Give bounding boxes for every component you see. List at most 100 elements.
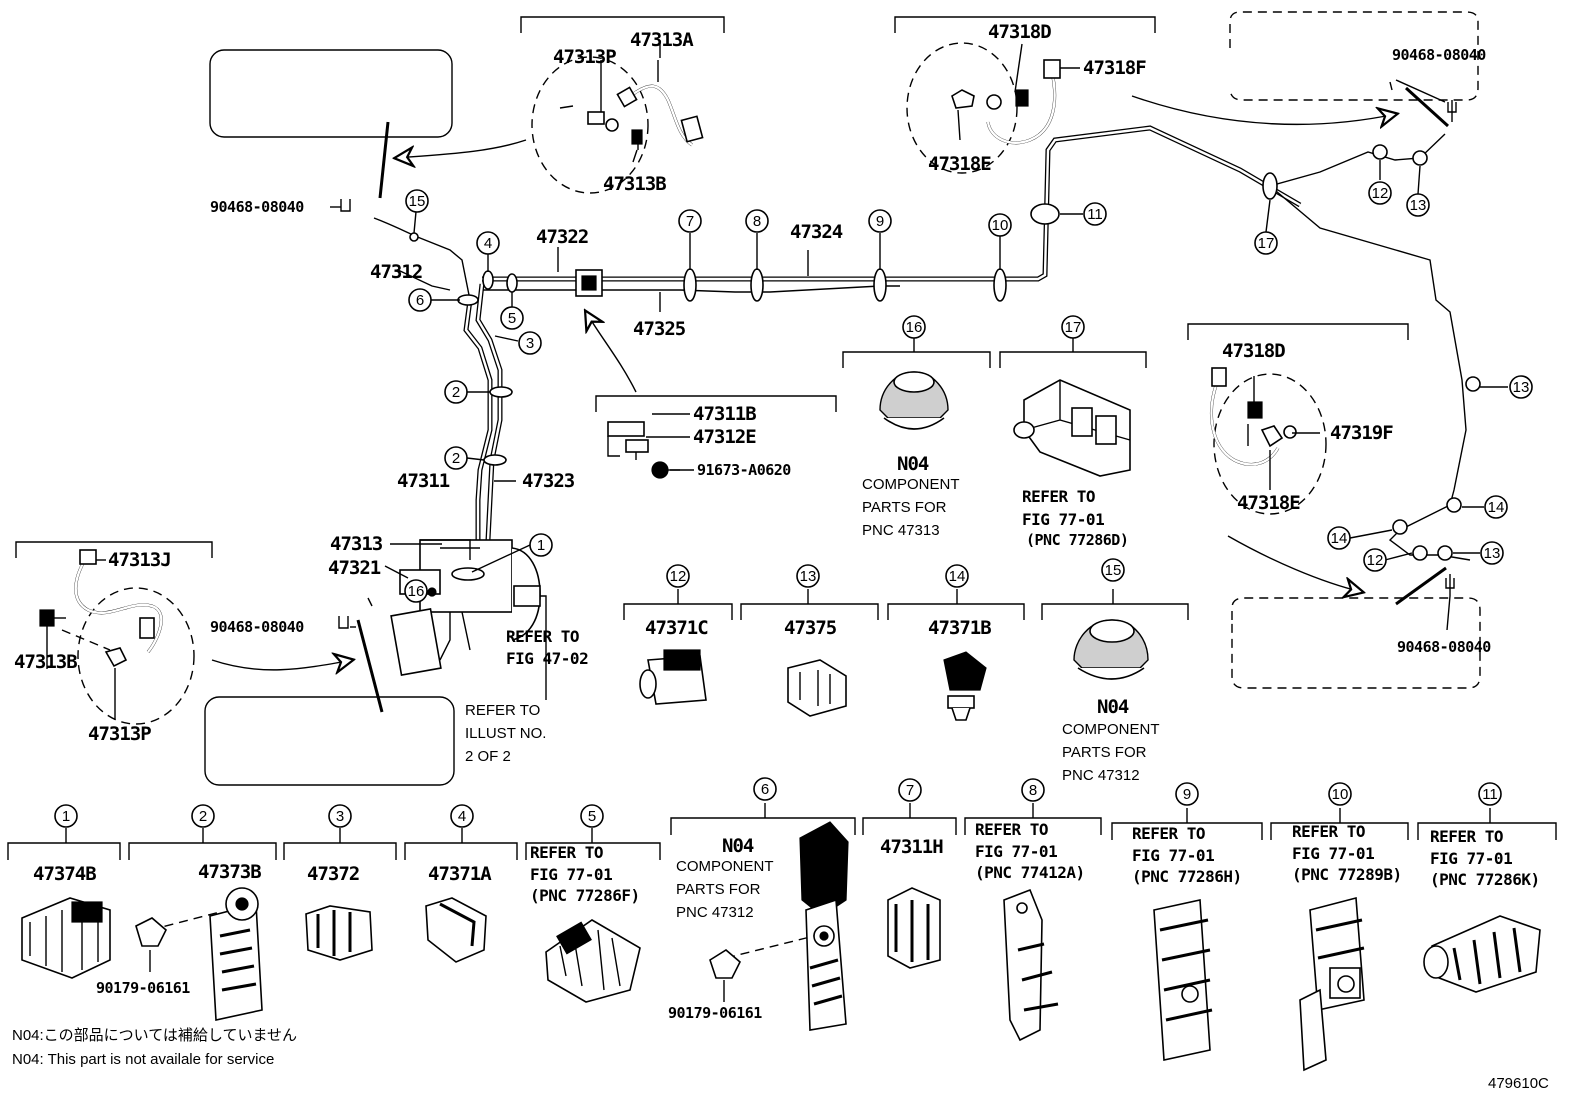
label-47319F: 47319F [1330,422,1393,444]
row2-headers: 12 13 14 15 47371C 47375 47371B [623,338,1189,639]
bottom-label-90179-b: 90179-06161 [668,1004,762,1022]
callout-6: 6 [416,292,424,309]
label-90468-top-right: 90468-08040 [1392,46,1486,64]
callout-8: 8 [753,213,761,230]
bottom-ref9-pnc: (PNC 77286H) [1132,867,1242,886]
clip-90468-front-left [338,597,384,713]
label-47318F: 47318F [1083,57,1146,79]
callout-5: 5 [508,310,516,327]
callout-17: 17 [1258,235,1275,252]
callout-12-rear: 12 [1372,185,1389,202]
bottom-label-47373B: 47373B [198,861,261,883]
bottom-label-90179-a: 90179-06161 [96,979,190,997]
label-47318D-top: 47318D [988,21,1051,43]
bottom-ref9-refer: REFER TO [1132,824,1205,843]
label-47312: 47312 [370,261,422,283]
grommet-15-n04: N04 [1097,696,1129,718]
callout-17-header: 17 [1065,319,1082,336]
bottom-label-47311H: 47311H [880,836,943,858]
bottom-6-n04: N04 [722,835,754,857]
callout-15-rear: 15 [409,193,426,210]
detail-47311B-bracket [595,395,837,479]
bottom-ref10-pnc: (PNC 77289B) [1292,865,1402,884]
label-47313: 47313 [330,533,383,555]
vehicle-outline-rear-right [1229,11,1479,101]
bottom-callout-5: 5 [588,808,596,825]
bottom-row-labels: 47374B 47373B 47372 47371A REFER TO FIG … [33,820,1540,1022]
clip-47371C [639,649,707,705]
bottom-ref11-fig: FIG 77-01 [1430,849,1512,868]
detail-47313A-hose [520,16,725,194]
label-47318E-top: 47318E [928,153,991,175]
main-callout-circles [404,181,1533,603]
vehicle-outline-rear-left [209,49,453,138]
bottom-callout-11: 11 [1482,786,1498,803]
drawing-id: 479610C [1488,1075,1549,1092]
bottom-callout-9: 9 [1183,786,1191,803]
detail-47313J-hose [15,541,213,725]
bottom-label-47371A: 47371A [428,863,492,885]
bottom-callout-4: 4 [458,808,466,825]
bottom-part-drawings [21,821,1541,1072]
bottom-6-component: COMPONENT [676,858,774,875]
master-cylinder-47311 [390,539,547,700]
bottom-callout-8: 8 [1029,782,1037,799]
label-47313J: 47313J [108,549,171,571]
callout-16-main: 16 [408,583,425,600]
row2-callout-15: 15 [1105,562,1122,579]
clip-90468-rear-right [1389,81,1457,128]
label-47318E-right: 47318E [1237,492,1300,514]
label-90468-front-left: 90468-08040 [210,618,304,636]
clip-47371B [943,651,987,721]
callout-1-main: 1 [537,537,545,554]
bottom-ref5-refer: REFER TO [530,843,603,862]
arrow-to-front-right [1227,535,1362,592]
main-brake-lines [373,125,1481,561]
label-47313B-left: 47313B [14,651,77,673]
arrow-to-front-left [211,660,352,670]
arrow-to-rear-right [1131,95,1396,124]
bottom-row-headers: 1 2 3 4 5 6 7 8 9 10 11 [7,777,1557,860]
grommet-16: N04 COMPONENT PARTS FOR PNC 47313 [862,371,960,539]
vehicle-outline-front-right [1231,597,1481,689]
bottom-callout-3: 3 [336,808,344,825]
label-47311: 47311 [397,470,450,492]
callout-10: 10 [992,217,1009,234]
clip-90468-front-right [1395,566,1455,606]
bottom-ref5-fig: FIG 77-01 [530,865,612,884]
detail-47318-hose [894,16,1156,174]
label-47313B-top: 47313B [603,173,666,195]
label-47321: 47321 [328,557,381,579]
label-47324: 47324 [790,221,843,243]
callout-3: 3 [526,335,534,352]
main-part-labels: 47313A 47313P 47313B 47318D 47318F 47318… [14,21,1492,745]
label-47312E: 47312E [693,426,756,448]
row2-callout-13: 13 [800,568,817,585]
row2-label-47375: 47375 [784,617,837,639]
bottom-ref9-fig: FIG 77-01 [1132,846,1214,865]
bottom-ref10-fig: FIG 77-01 [1292,844,1374,863]
label-47313P-top: 47313P [553,46,616,68]
label-47323: 47323 [522,470,575,492]
bottom-ref11-pnc: (PNC 77286K) [1430,870,1540,889]
bottom-callout-1: 1 [62,808,70,825]
clamp-17-fig: FIG 77-01 [1022,510,1104,529]
bottom-callout-7: 7 [906,782,914,799]
label-47313P-left: 47313P [88,723,151,745]
callout-2-upper: 2 [452,384,460,401]
footnote-jp: N04:この部品については補給していません [12,1027,297,1044]
row2-label-47371B: 47371B [928,617,991,639]
detail-47319F-hose [1187,323,1409,515]
callout-2-lower: 2 [452,450,460,467]
callout-13-mid: 13 [1513,379,1530,396]
row2-label-47371C: 47371C [645,617,708,639]
bottom-callout-10: 10 [1332,786,1349,803]
label-47325: 47325 [633,318,686,340]
bottom-6-parts-for: PARTS FOR [676,881,761,898]
bottom-callout-2: 2 [199,808,207,825]
label-91673: 91673-A0620 [697,461,791,479]
refer-to-fig4702-l1: REFER TO [506,627,579,646]
clip-90468-rear-left [340,121,390,212]
bottom-ref11-refer: REFER TO [1430,827,1503,846]
bottom-6-pnc: PNC 47312 [676,904,754,921]
